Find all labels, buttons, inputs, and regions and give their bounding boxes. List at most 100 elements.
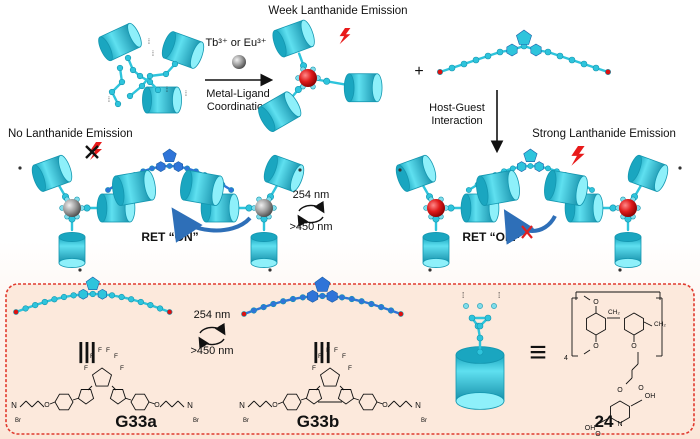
chain-node: [299, 294, 306, 301]
bromide-right: Br: [193, 418, 199, 424]
lanthanide-ion: [427, 199, 445, 217]
ether-o-right: O: [154, 402, 160, 409]
bond: [393, 400, 401, 408]
chain-node: [108, 88, 116, 96]
bond: [37, 400, 45, 408]
pyridine-n: N: [617, 421, 622, 428]
lanthanide-ion: [619, 199, 637, 217]
g33b-chain-model: [241, 276, 404, 317]
methoxy-o-1: O: [593, 299, 599, 306]
top-guest-chain: [436, 29, 611, 76]
cyclodextrin-cylinder: [31, 154, 73, 192]
cyclodextrin-cylinder: [142, 86, 182, 114]
cylinder-rim: [575, 175, 588, 206]
ret-off-assembly: [395, 148, 682, 272]
bond: [277, 401, 284, 405]
chain-node: [83, 204, 91, 212]
cyclodextrin-cylinder: [258, 91, 302, 132]
chain-node: [270, 300, 277, 308]
ring-node: [85, 276, 100, 291]
terminal-dot: [268, 268, 272, 272]
bond: [352, 397, 360, 401]
chain-node: [41, 298, 48, 306]
fluorine-atom: F: [120, 365, 124, 372]
chain-node: [338, 294, 346, 301]
cylinder-base: [460, 193, 472, 223]
chain-node: [280, 298, 287, 305]
cylinder-rim: [455, 392, 505, 410]
strong-emission-label: Strong Lanthanide Emission: [532, 128, 676, 140]
ret-on-label: RET “ON”: [141, 230, 198, 244]
chain-node: [484, 314, 492, 322]
cylinder-rim: [614, 258, 642, 268]
ammonium-n-right: N: [415, 401, 421, 410]
chain-node: [124, 54, 132, 62]
chain-node: [171, 60, 179, 68]
chain-node: [465, 187, 472, 193]
ring: [610, 400, 630, 424]
acid-oh-left: OH: [585, 425, 596, 432]
g33a-label: G33a: [115, 412, 157, 431]
chain-node: [448, 64, 456, 72]
fluorine-atom: F: [98, 347, 102, 354]
cylinder-rim: [190, 41, 205, 69]
ring-node: [314, 276, 331, 292]
chain-node: [128, 296, 135, 303]
terminal-dot: [618, 268, 622, 272]
cylinder-base: [142, 86, 152, 114]
bond: [387, 400, 395, 408]
chain-node: [323, 77, 331, 85]
ring-node: [516, 161, 527, 172]
bond: [31, 400, 39, 408]
ring: [109, 389, 127, 405]
vis-label-bottom: >450 nm: [190, 345, 233, 357]
fluorine-atom: F: [106, 347, 110, 354]
bond: [625, 377, 633, 385]
ring-node: [523, 148, 538, 162]
chain-node: [544, 48, 552, 56]
fluorine-atom: F: [326, 347, 330, 354]
ring: [337, 389, 355, 405]
acid-oh-right: OH: [645, 393, 656, 400]
chain-node: [60, 293, 68, 301]
equiv-mark-b: |||: [313, 338, 331, 363]
bond: [597, 417, 610, 425]
lanthanide-ion: [63, 199, 81, 217]
fluorine-atom: F: [342, 353, 346, 360]
chain-node: [136, 72, 144, 80]
fluorine-atom: F: [334, 347, 338, 354]
chain-node: [580, 60, 588, 68]
flash-bolt: [90, 142, 102, 160]
cylinder-rim: [422, 154, 437, 183]
cylinder-base: [58, 232, 86, 242]
chain-node: [568, 56, 576, 64]
methylene-left: CH₂: [608, 309, 620, 316]
equals-sign: ≡: [529, 336, 547, 369]
chain-node: [146, 72, 154, 80]
chain-node: [114, 100, 122, 108]
chain-node: [484, 52, 492, 60]
subscript-4: 4: [564, 355, 568, 362]
chain-node: [387, 307, 395, 314]
chain-node: [166, 309, 173, 315]
chain-node: [260, 304, 267, 311]
ring: [305, 389, 323, 405]
top-free-ligands: ⁞⁞⁞⁞⁞: [98, 22, 205, 114]
terminal-dot: [428, 268, 432, 272]
g33b-label: G33b: [297, 412, 340, 431]
chain-node: [592, 64, 600, 72]
flash-icon-strong: [571, 145, 585, 166]
ring-node: [173, 161, 183, 172]
cyclodextrin-cylinder: [395, 154, 437, 192]
bottom-panel-frame: [5, 283, 695, 435]
chain-node: [447, 204, 455, 212]
switch-arc-back: [297, 214, 324, 228]
cylinder-base: [161, 31, 176, 59]
chain-node: [460, 60, 468, 68]
bond: [19, 400, 27, 408]
cylinder-rim: [172, 86, 182, 114]
chain-node: [241, 311, 247, 317]
bond: [399, 400, 407, 408]
methylene-right: CH₂: [654, 321, 666, 328]
terminal-dot: [398, 168, 402, 172]
